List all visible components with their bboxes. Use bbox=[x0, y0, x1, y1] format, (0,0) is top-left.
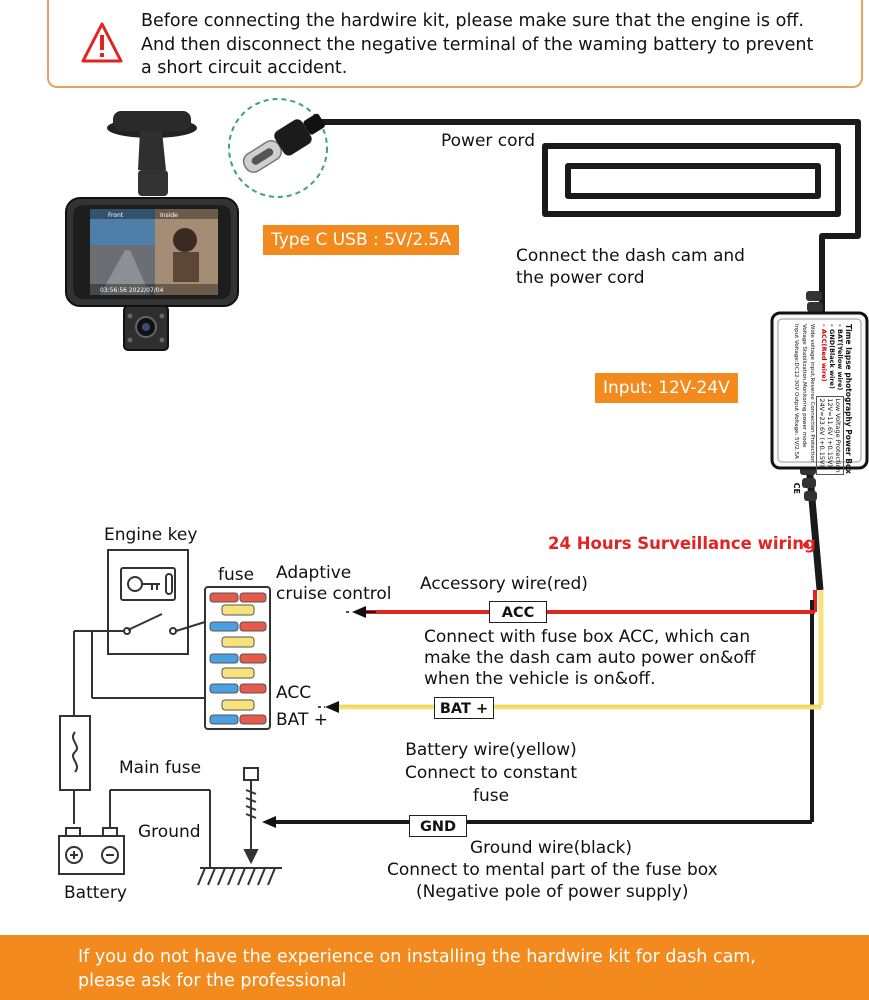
adaptive-cruise-label: Adaptive cruise control bbox=[276, 563, 392, 604]
ground-label: Ground bbox=[138, 822, 201, 842]
acc-tag: ACC bbox=[489, 601, 547, 623]
warning-triangle-icon bbox=[81, 22, 123, 63]
battery-symbol bbox=[58, 789, 211, 875]
power-box-line: - GND(Black wire) bbox=[828, 324, 836, 389]
footer-text: If you do not have the experience on ins… bbox=[78, 947, 756, 991]
warning-box bbox=[47, 0, 863, 88]
type-c-badge: Type C USB : 5V/2.5A bbox=[263, 225, 459, 255]
power-box-line: - ACC(Red wire) bbox=[820, 324, 828, 382]
main-fuse bbox=[59, 715, 91, 824]
power-box-protect: 12V=11.6V (+0.15V) bbox=[826, 398, 834, 467]
bat-tag: BAT + bbox=[434, 697, 494, 719]
dashcam-inside-label: Inside bbox=[160, 212, 178, 219]
engine-key-label: Engine key bbox=[104, 525, 198, 545]
surveillance-title: 24 Hours Surveillance wiring bbox=[548, 534, 816, 553]
power-box-title: Time lapse photography Power Box bbox=[844, 324, 853, 474]
ground-description: Connect to mental part of the fuse box bbox=[387, 860, 718, 880]
power-box bbox=[770, 311, 869, 470]
power-cord bbox=[315, 119, 861, 321]
footer-banner bbox=[0, 935, 869, 1000]
output-cable bbox=[805, 464, 824, 822]
red-wire-arrow bbox=[352, 606, 366, 618]
dash-cam: Front Inside 03:56:56 2022/07/04 bbox=[65, 111, 239, 351]
ce-mark: CE bbox=[792, 482, 801, 494]
main-fuse-label: Main fuse bbox=[119, 758, 202, 778]
power-box-spec: Input Voltage:DC12-30V Output Voltage: 5… bbox=[793, 324, 799, 459]
usb-c-connector-icon bbox=[228, 98, 328, 198]
power-box-protect: 24V=23.6V (+0.15V) bbox=[818, 398, 826, 467]
power-box-protect-title: Low Voltage Protection bbox=[834, 398, 842, 473]
fuse-acc-label: ACC bbox=[276, 683, 312, 703]
fuse-bat-label: BAT + bbox=[276, 710, 329, 730]
ground-description-2: (Negative pole of power supply) bbox=[416, 882, 689, 902]
black-wire-arrow bbox=[262, 816, 276, 828]
fuse-label: fuse bbox=[218, 565, 255, 585]
ground-wire-label: Ground wire(black) bbox=[470, 838, 633, 858]
power-box-label: Time lapse photography Power Box - BAT(Y… bbox=[782, 324, 853, 494]
wiring-diagram: Front Inside 03:56:56 2022/07/04 bbox=[58, 98, 869, 886]
power-cord-label: Power cord bbox=[441, 131, 536, 151]
ground-symbol bbox=[197, 767, 282, 886]
power-box-spec: Voltage Stabilization,Monitoring power m… bbox=[801, 324, 807, 448]
input-voltage-badge: Input: 12V-24V bbox=[595, 373, 738, 403]
dashcam-timestamp: 03:56:56 2022/07/04 bbox=[100, 287, 164, 294]
yellow-wire-arrow bbox=[325, 701, 339, 713]
warning-text: Before connecting the hardwire kit, plea… bbox=[141, 11, 814, 78]
engine-key bbox=[73, 549, 206, 716]
accessory-wire-label: Accessory wire(red) bbox=[420, 574, 588, 594]
connect-dashcam-label: Connect the dash cam and the power cord bbox=[516, 246, 745, 288]
power-box-line: - BAT(Yellow wire) bbox=[836, 324, 844, 391]
power-box-spec: Wide voltage input,Reverse Connection Pr… bbox=[809, 324, 815, 463]
fuse-block bbox=[204, 586, 271, 730]
battery-wire-label: Battery wire(yellow) Connect to constant… bbox=[404, 740, 578, 806]
dashcam-front-label: Front bbox=[108, 212, 124, 219]
battery-label: Battery bbox=[64, 883, 127, 903]
gnd-tag: GND bbox=[409, 815, 467, 837]
acc-description: Connect with fuse box ACC, which can mak… bbox=[424, 627, 756, 689]
